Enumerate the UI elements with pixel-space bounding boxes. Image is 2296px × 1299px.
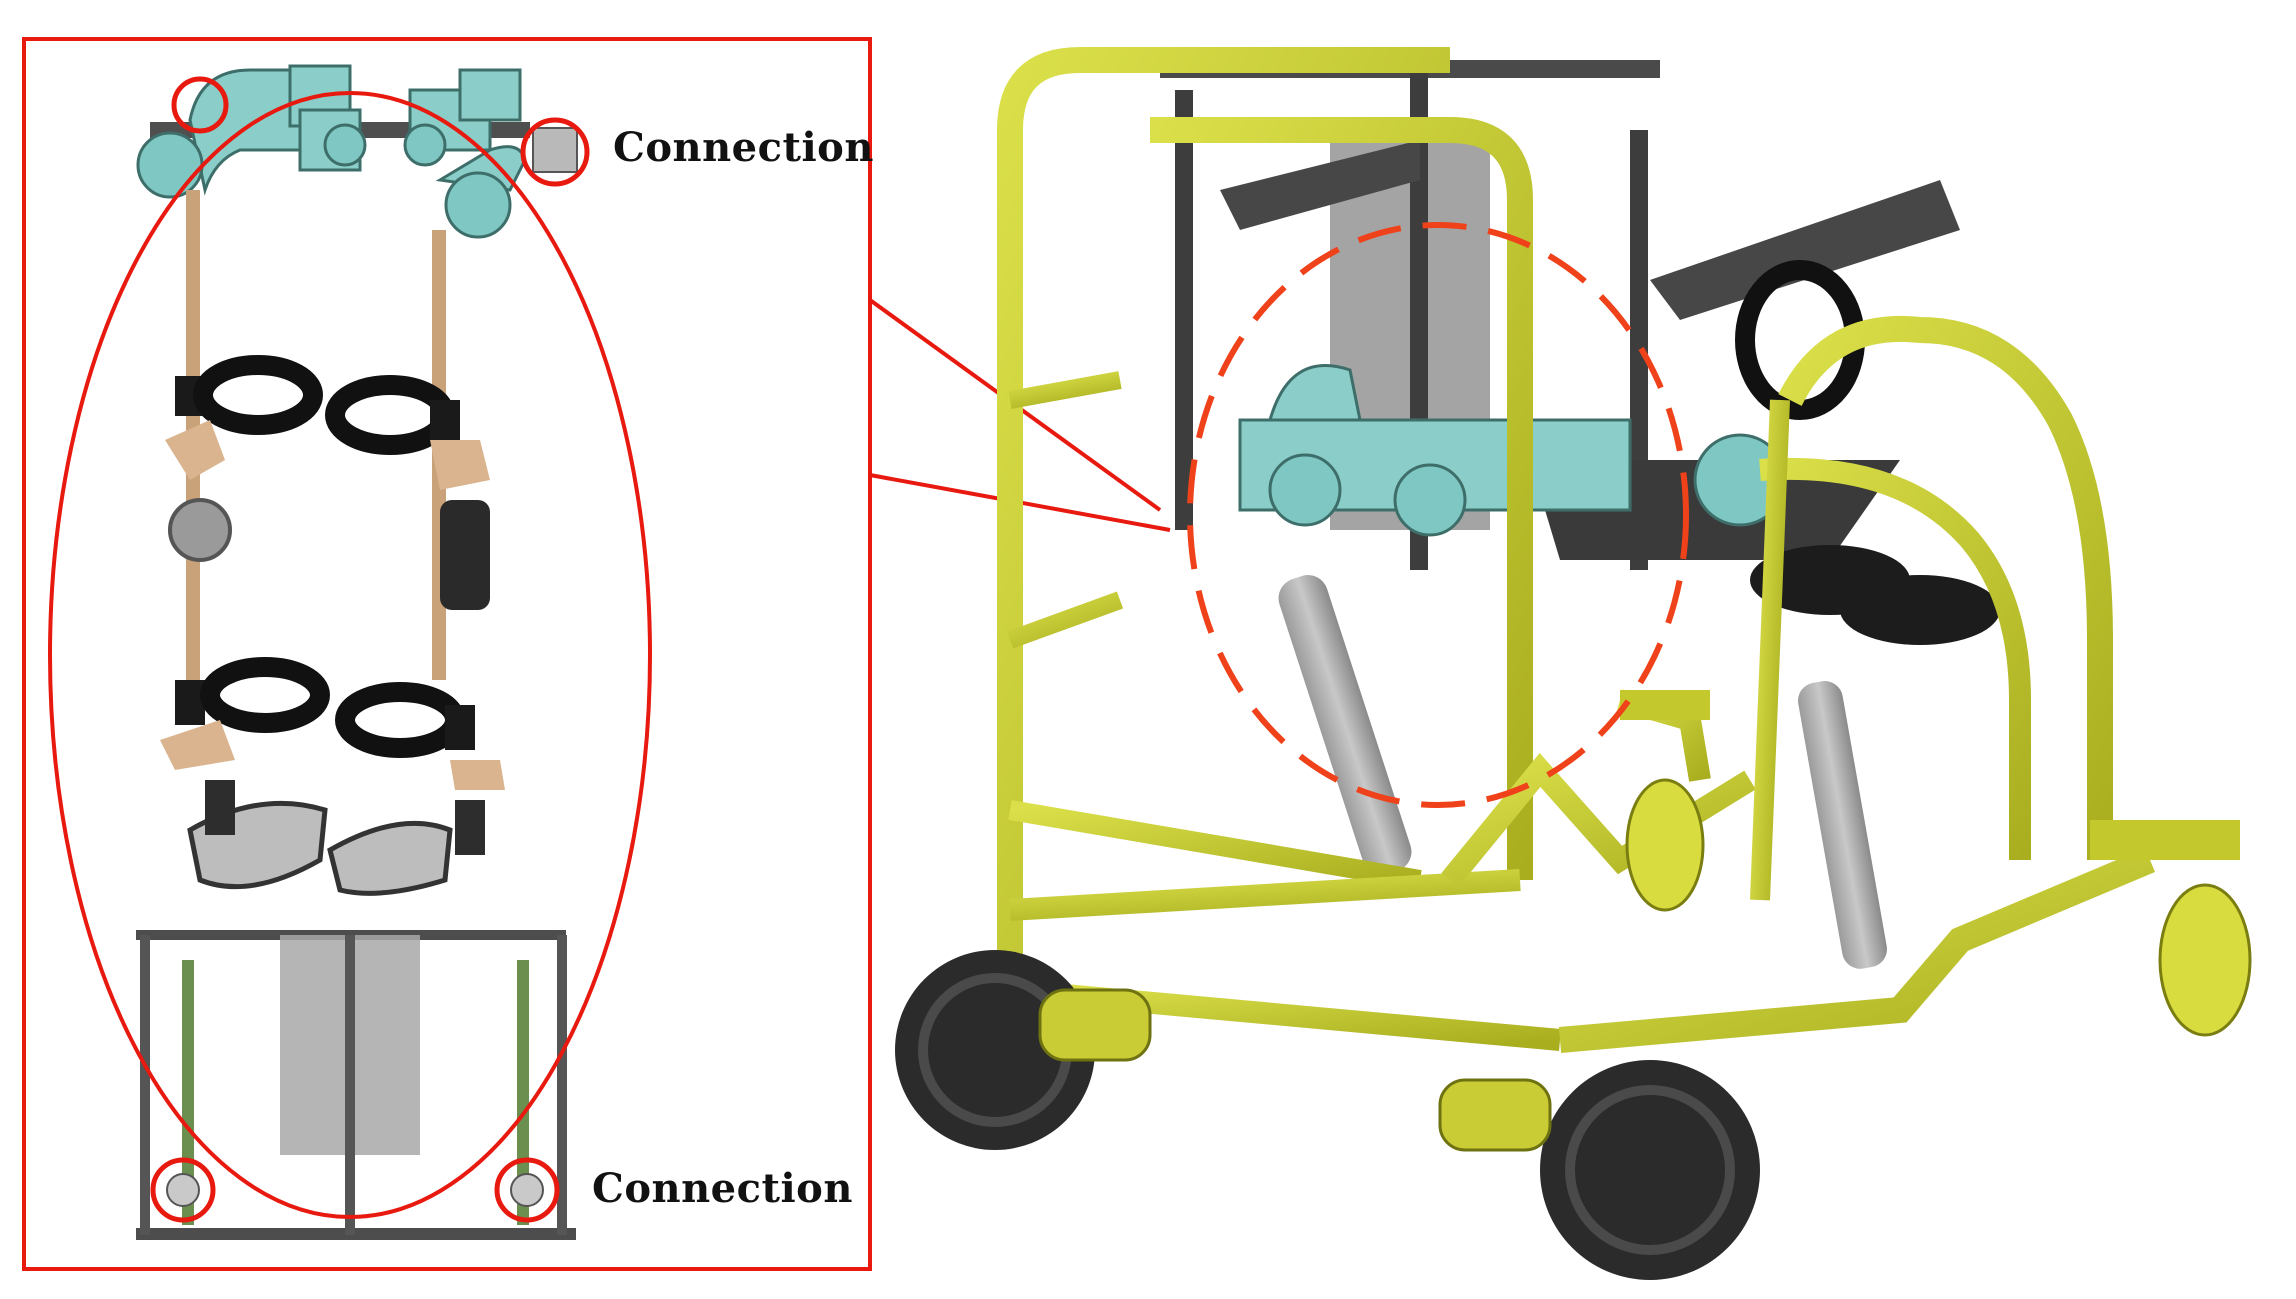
walker-render-icon bbox=[895, 47, 2252, 1280]
backframe-render-icon bbox=[136, 930, 576, 1240]
connection-label-bottom: Connection bbox=[592, 1165, 853, 1212]
connection-circle-top-right bbox=[520, 117, 590, 187]
connection-circle-bottom-left bbox=[150, 1157, 216, 1223]
exoskeleton-render-icon bbox=[136, 64, 578, 896]
connection-circle-top-left bbox=[171, 76, 229, 134]
hip-module-dashed-highlight bbox=[1187, 222, 1689, 808]
connection-label-top: Connection bbox=[613, 124, 874, 171]
connection-circle-bottom-right bbox=[494, 1157, 560, 1223]
exoskeleton-outline-oval bbox=[48, 91, 652, 1219]
detail-panel-border bbox=[22, 37, 872, 1271]
